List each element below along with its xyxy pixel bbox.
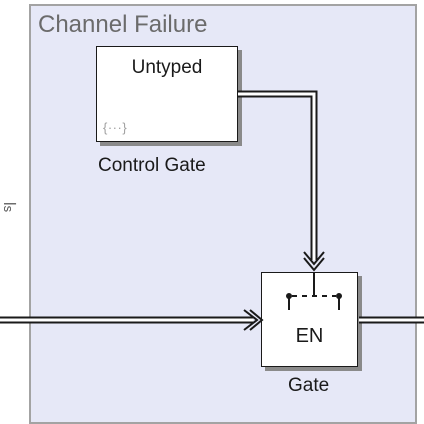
arrow-right-icon bbox=[243, 309, 259, 331]
enable-label: EN bbox=[295, 325, 324, 347]
arrow-down-icon bbox=[303, 251, 325, 266]
data-type-icon: {···} bbox=[103, 120, 128, 135]
diagram-canvas: Channel Failure ꟾs Untyped {···} Control… bbox=[0, 4, 424, 424]
gate-caption: Gate bbox=[288, 375, 330, 396]
gate-block[interactable]: EN bbox=[261, 272, 358, 367]
connection-lines bbox=[0, 90, 424, 331]
enable-switch-icon bbox=[286, 273, 342, 310]
control-gate-block[interactable]: Untyped {···} bbox=[96, 46, 238, 142]
region-title: Channel Failure bbox=[38, 11, 208, 38]
block-title: Untyped bbox=[131, 57, 203, 78]
control-connection[interactable] bbox=[238, 90, 325, 272]
input-connection[interactable] bbox=[0, 309, 264, 331]
control-gate-caption: Control Gate bbox=[98, 155, 206, 176]
